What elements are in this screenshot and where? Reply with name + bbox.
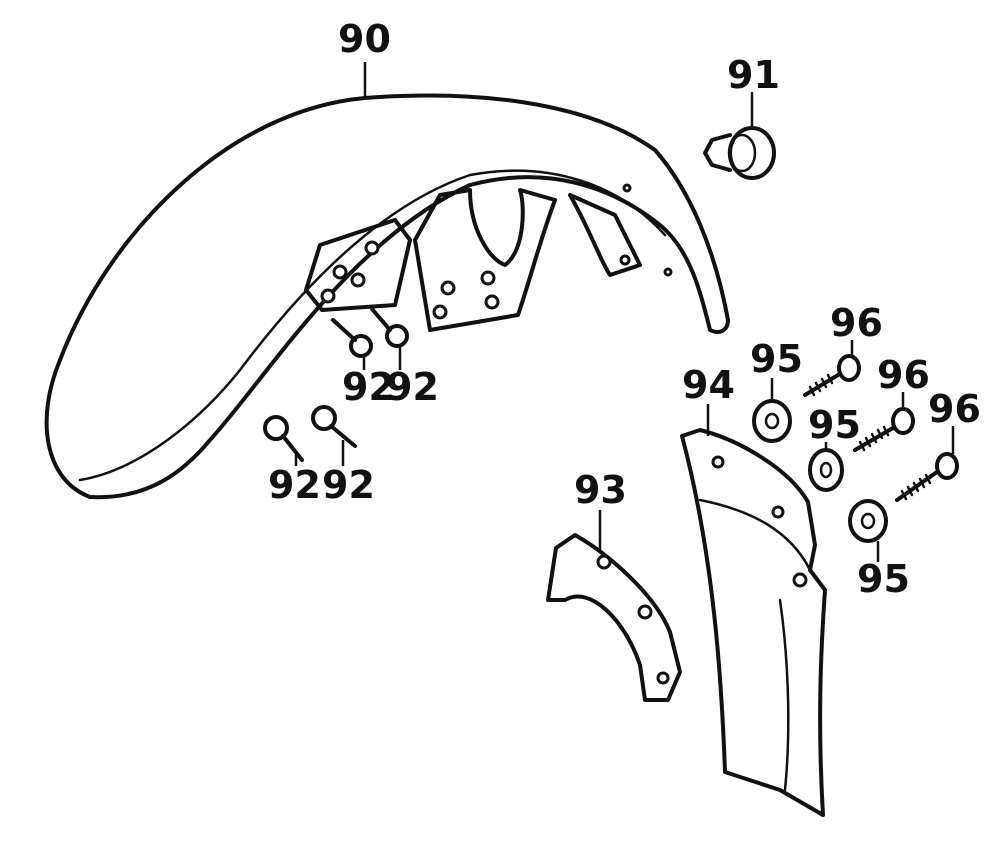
- washer-part-2: 95: [808, 403, 861, 492]
- label-rear-bracket: 93: [574, 468, 627, 512]
- fender-part: 90: [44, 17, 730, 500]
- label-plug: 91: [727, 53, 780, 97]
- label-washer-1: 95: [750, 337, 803, 381]
- bolt-part-2: 92: [370, 307, 439, 409]
- rear-bracket-part: 93: [546, 468, 682, 702]
- washer-part-1: 95: [750, 337, 803, 443]
- label-screw-1: 96: [830, 301, 883, 345]
- label-mud-flap: 94: [682, 363, 735, 407]
- label-washer-2: 95: [808, 403, 861, 447]
- label-screw-2: 96: [877, 353, 930, 397]
- label-bolt-4: 92: [322, 463, 375, 507]
- screw-part-3: 96: [895, 387, 981, 502]
- plug-part: 91: [703, 53, 780, 180]
- bolt-part-3: 92: [263, 415, 321, 507]
- label-fender: 90: [338, 17, 391, 61]
- label-washer-3: 95: [857, 557, 910, 601]
- label-screw-3: 96: [928, 387, 981, 431]
- screw-part-1: 96: [803, 301, 883, 397]
- label-bolt-2: 92: [386, 365, 439, 409]
- washer-part-3: 95: [848, 499, 910, 601]
- screw-part-2: 96: [853, 353, 930, 452]
- label-bolt-3: 92: [268, 463, 321, 507]
- bolt-part-4: 92: [311, 405, 375, 507]
- label-bolt-1: 92: [342, 365, 395, 409]
- bolt-part-1: 92: [331, 318, 395, 409]
- mud-flap-part: 94: [680, 363, 827, 817]
